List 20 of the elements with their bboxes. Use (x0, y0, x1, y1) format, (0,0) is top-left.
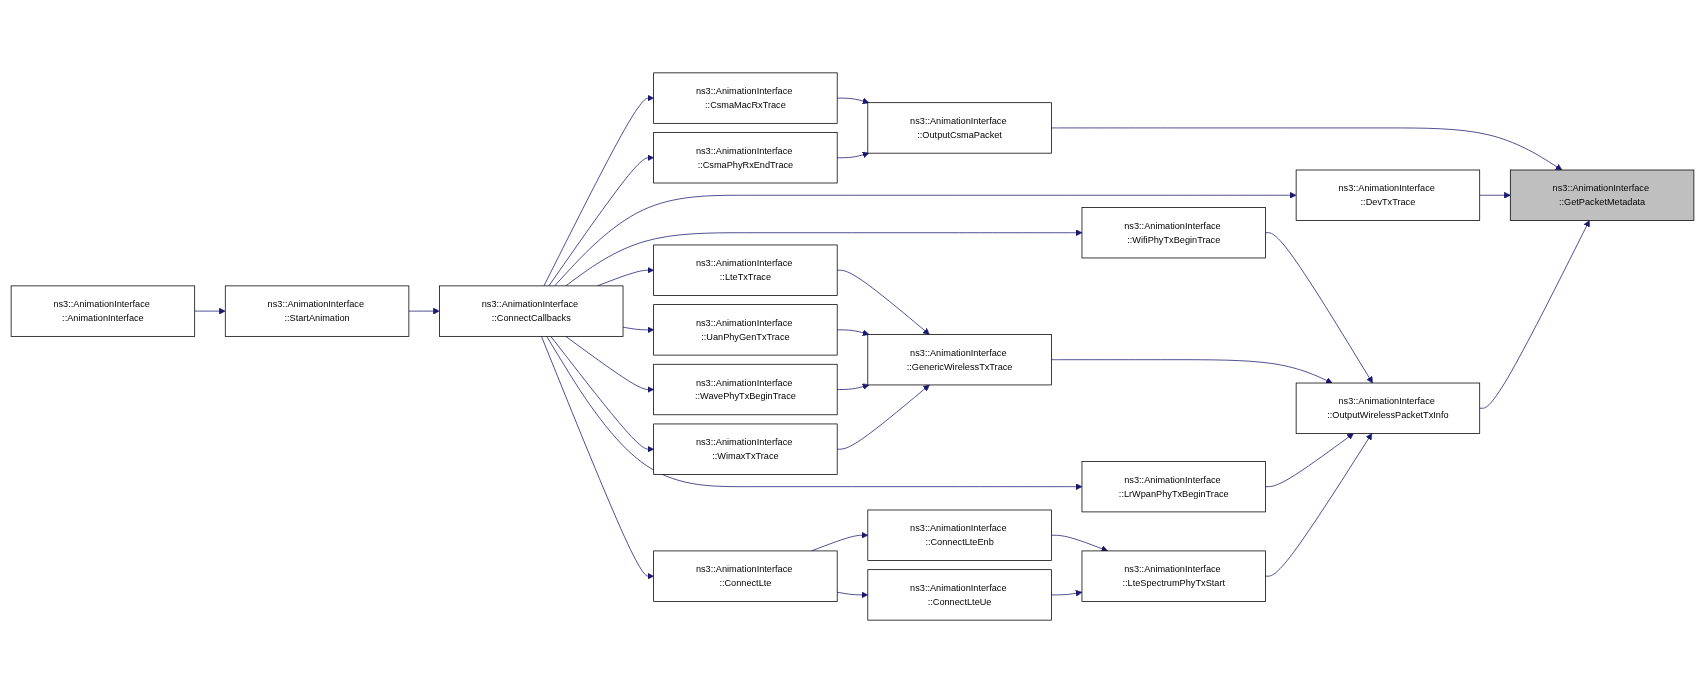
node-box: ns3::AnimationInterface ::WimaxTxTrace (653, 423, 838, 475)
node-box: ns3::AnimationInterface ::CsmaMacRxTrace (653, 72, 838, 124)
node-box: ns3::AnimationInterface ::CsmaPhyRxEndTrace (653, 132, 838, 184)
node-box: ns3::AnimationInterface ::WifiPhyTxBeginTrace (1081, 207, 1266, 259)
node-box: ns3::AnimationInterface ::DevTxTrace (1295, 169, 1481, 221)
node-box: ns3::AnimationInterface ::WavePhyTxBeginTrace (653, 363, 838, 416)
node-box: ns3::AnimationInterface ::LrWpanPhyTxBeginTrace (1081, 461, 1266, 513)
node-box: ns3::AnimationInterface ::UanPhyGenTxTrace (653, 304, 838, 356)
node-box: ns3::AnimationInterface ::GenericWirelessTxTrace (867, 334, 1052, 386)
node-box: ns3::AnimationInterface ::ConnectLteEnb (867, 509, 1052, 561)
node-box: ns3::AnimationInterface ::ConnectLteUe (867, 569, 1052, 621)
node-box: ns3::AnimationInterface ::OutputWirelessPacketTxInfo (1295, 382, 1481, 434)
node-box: ns3::AnimationInterface ::LteSpectrumPhyTxStart (1081, 550, 1266, 602)
node-box: ns3::AnimationInterface ::LteTxTrace (653, 244, 838, 296)
node-box: ns3::AnimationInterface ::GetPacketMetadata (1509, 169, 1695, 221)
node-box: ns3::AnimationInterface ::OutputCsmaPacket (867, 102, 1052, 154)
node-box: ns3::AnimationInterface ::AnimationInterface (10, 285, 196, 337)
node-box: ns3::AnimationInterface ::StartAnimation (224, 285, 410, 337)
node-box: ns3::AnimationInterface ::ConnectCallbacks (439, 285, 624, 337)
node-box: ns3::AnimationInterface ::ConnectLte (653, 550, 838, 602)
